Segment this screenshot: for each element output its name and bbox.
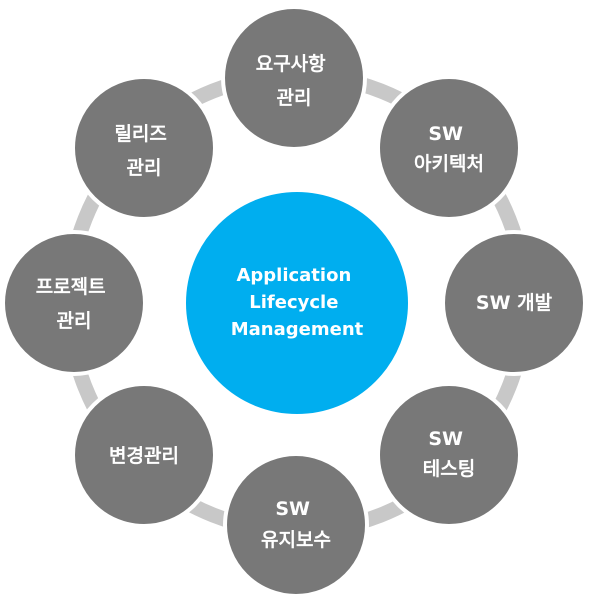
- node-label: SW 개발: [476, 292, 553, 314]
- node-label: 요구사항 관리: [256, 53, 333, 109]
- node-circle: [441, 230, 587, 376]
- node-sw-architecture: SW 아키텍처: [376, 75, 522, 221]
- node-circle: [71, 382, 217, 528]
- node-project-management: 프로젝트 관리: [1, 230, 147, 376]
- node-label-line: SW: [275, 498, 310, 520]
- node-label: 릴리즈 관리: [114, 123, 173, 179]
- node-label: SW 테스팅: [423, 428, 475, 480]
- node-label-line: SW 개발: [476, 292, 553, 314]
- node-circle: [223, 452, 369, 598]
- node-label-line: 요구사항: [256, 53, 326, 75]
- node-circle: [376, 75, 522, 221]
- node-label-line: 관리: [277, 87, 312, 109]
- center-title-line: Lifecycle: [249, 292, 338, 313]
- node-circle: [376, 382, 522, 528]
- node-circle: [1, 230, 147, 376]
- node-release-management: 릴리즈 관리: [71, 75, 217, 221]
- center-title-line: Management: [231, 319, 364, 340]
- node-label: SW 아키텍처: [414, 123, 484, 175]
- center-title-line: Application: [236, 265, 351, 286]
- node-sw-testing: SW 테스팅: [376, 382, 522, 528]
- node-label: 변경관리: [109, 445, 179, 467]
- node-label-line: 관리: [57, 310, 92, 332]
- node-label-line: 아키텍처: [414, 153, 484, 175]
- node-sw-maintenance: SW 유지보수: [223, 452, 369, 598]
- node-circle: [71, 75, 217, 221]
- node-label-line: 프로젝트: [36, 276, 106, 298]
- node-label-line: SW: [428, 123, 463, 145]
- center-title: Application Lifecycle Management: [231, 265, 364, 340]
- node-sw-development: SW 개발: [441, 230, 587, 376]
- node-label-line: 변경관리: [109, 445, 179, 467]
- center-circle: [182, 188, 412, 418]
- node-label-line: 관리: [127, 157, 162, 179]
- node-label-line: SW: [428, 428, 463, 450]
- node-label-line: 테스팅: [423, 458, 475, 480]
- node-circle: [221, 5, 367, 151]
- node-label-line: 릴리즈: [114, 123, 166, 145]
- node-change-management: 변경관리: [71, 382, 217, 528]
- center-node: Application Lifecycle Management: [182, 188, 412, 418]
- node-label-line: 유지보수: [261, 529, 331, 551]
- node-label: SW 유지보수: [261, 498, 331, 551]
- node-label: 프로젝트 관리: [36, 276, 113, 332]
- node-requirements-management: 요구사항 관리: [221, 5, 367, 151]
